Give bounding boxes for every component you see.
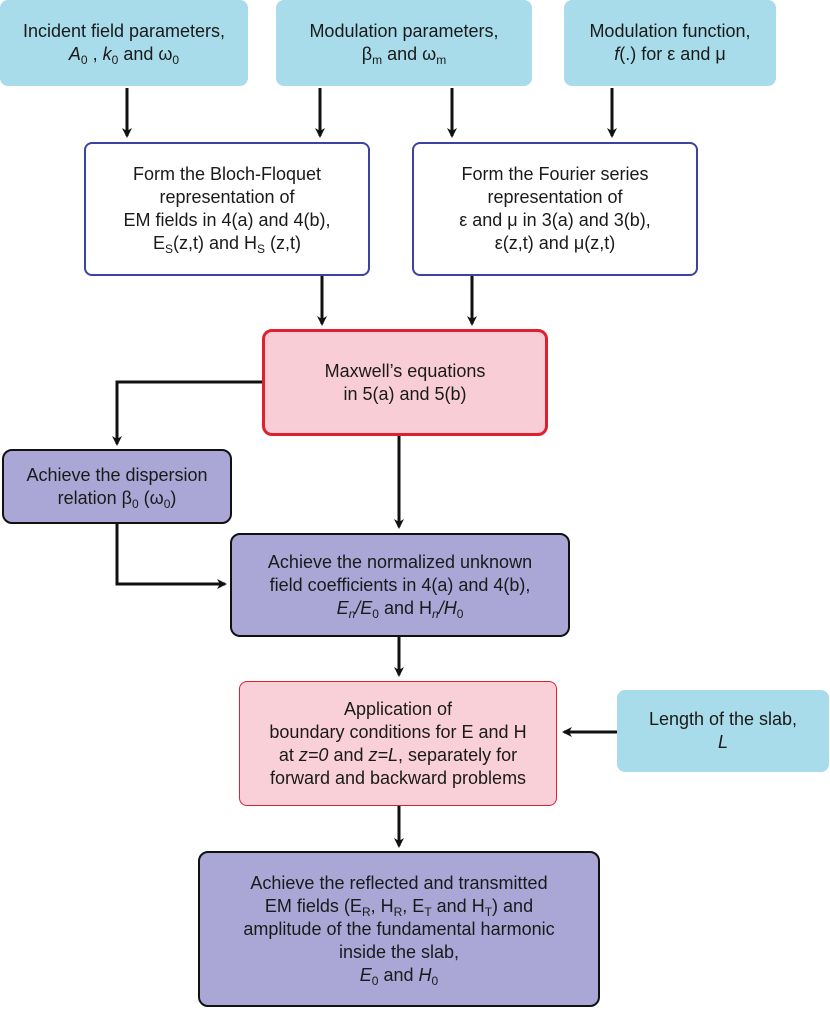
reflected-transmitted-box: Achieve the reflected and transmitted EM… [198, 851, 600, 1007]
arrow-maxwell-to-dispersion [112, 380, 262, 446]
final-line1: Achieve the reflected and transmitted [250, 872, 548, 893]
modparams-line1: Modulation parameters, [309, 21, 499, 41]
length-line2: L [717, 732, 728, 752]
fourier-series-box: Form the Fourier series representation o… [412, 142, 698, 276]
normalized-coefficients-box: Achieve the normalized unknown field coe… [230, 533, 570, 637]
bloch-floquet-box: Form the Bloch-Floquet representation of… [84, 142, 370, 276]
fourier-line4: ε(z,t) and μ(z,t) [494, 233, 616, 253]
application-line3: at z=0 and z=L, separately for [278, 744, 518, 765]
bloch-line3: EM fields in 4(a) and 4(b), [123, 210, 331, 230]
fourier-line1: Form the Fourier series [461, 164, 649, 184]
modulation-parameters-box: Modulation parameters, βm and ωm [276, 0, 532, 86]
final-line2: EM fields (ER, HR, ET and HT) and [264, 895, 534, 919]
dispersion-relation-box: Achieve the dispersion relation β0 (ω0) [2, 449, 232, 524]
application-line2: boundary conditions for E and H [269, 721, 527, 742]
modulation-function-box: Modulation function, f(.) for ε and μ [564, 0, 776, 86]
boundary-conditions-box: Application of boundary conditions for E… [239, 681, 557, 806]
bloch-line4: ES(z,t) and HS (z,t) [152, 233, 302, 256]
dispersion-line2: relation β0 (ω0) [57, 487, 177, 511]
fourier-line2: representation of [487, 187, 623, 207]
bloch-line2: representation of [159, 187, 295, 207]
incident-line1: Incident field parameters, [22, 21, 226, 41]
fourier-line3: ε and μ in 3(a) and 3(b), [459, 210, 651, 230]
application-line1: Application of [343, 698, 453, 719]
maxwell-equations-box: Maxwell’s equations in 5(a) and 5(b) [262, 329, 548, 436]
incident-line2: A0 , k0 and ω0 [68, 44, 180, 67]
normalized-line1: Achieve the normalized unknown [267, 551, 533, 572]
final-line5: E0 and H0 [359, 964, 439, 988]
length-line1: Length of the slab, [648, 709, 798, 729]
modfunc-line1: Modulation function, [589, 21, 751, 41]
slab-length-box: Length of the slab, L [617, 690, 829, 772]
final-line3: amplitude of the fundamental harmonic [243, 918, 555, 939]
normalized-line3: En/E0 and Hn/H0 [336, 597, 464, 621]
normalized-line2: field coefficients in 4(a) and 4(b), [269, 574, 531, 595]
modfunc-line2: f(.) for ε and μ [614, 44, 726, 64]
application-line4: forward and backward problems [269, 767, 527, 788]
incident-field-box: Incident field parameters, A0 , k0 and ω… [0, 0, 248, 86]
dispersion-line1: Achieve the dispersion [26, 464, 208, 485]
bloch-line1: Form the Bloch-Floquet [132, 164, 322, 184]
final-line4: inside the slab, [338, 941, 460, 962]
maxwell-line1: Maxwell’s equations [324, 360, 486, 381]
maxwell-line2: in 5(a) and 5(b) [343, 383, 467, 404]
arrow-dispersion-to-normalized [115, 524, 227, 589]
modparams-line2: βm and ωm [361, 44, 447, 67]
